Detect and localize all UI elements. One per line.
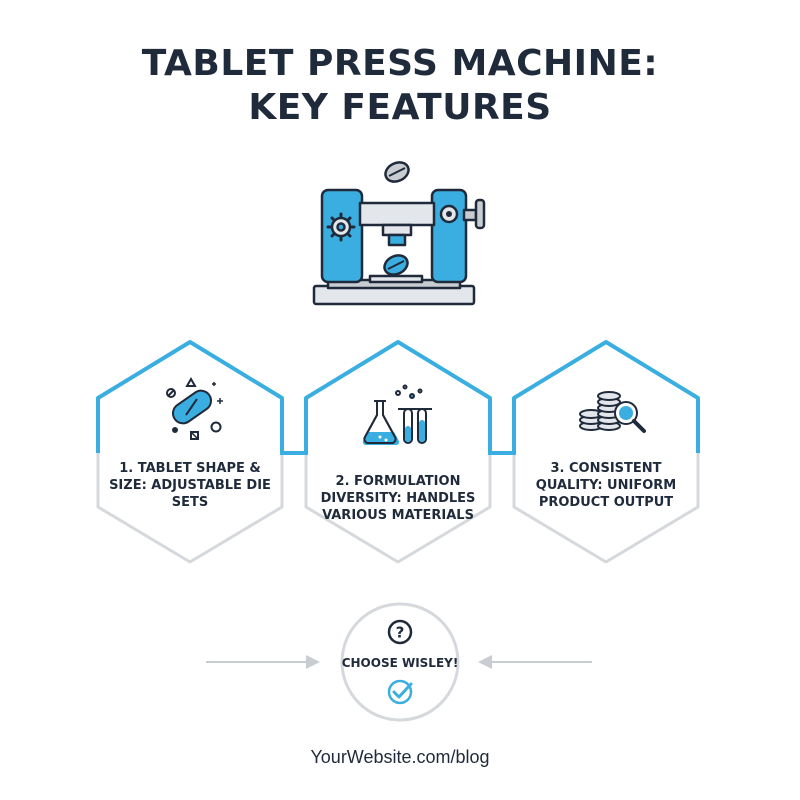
tablet-press-machine-icon xyxy=(312,161,486,306)
feature-label-3: 3. CONSISTENT QUALITY: UNIFORM PRODUCT O… xyxy=(535,461,677,510)
page-title: TABLET PRESS MACHINE: KEY FEATURES xyxy=(0,42,800,130)
tablet-shapes-icon xyxy=(166,376,223,440)
coins-magnifier-icon xyxy=(579,391,646,433)
title-line-2: KEY FEATURES xyxy=(248,87,552,128)
svg-text:?: ? xyxy=(396,624,405,642)
left-arrow-head-icon xyxy=(306,655,320,669)
choose-circle xyxy=(340,602,460,722)
feature-label-2: 2. FORMULATION DIVERSITY: HANDLES VARIOU… xyxy=(320,474,476,523)
footer-url: YourWebsite.com/blog xyxy=(310,747,490,767)
choose-wisely-label: CHOOSE WISLEY! xyxy=(341,656,459,670)
lab-flask-icon xyxy=(362,384,432,446)
checkmark-icon xyxy=(387,679,413,705)
hexagon-connector-2 xyxy=(488,430,516,455)
feature-hexagon-1 xyxy=(96,340,284,564)
feature-label-1: 1. TABLET SHAPE & SIZE: ADJUSTABLE DIE S… xyxy=(109,461,271,510)
title-line-1: TABLET PRESS MACHINE: xyxy=(141,43,659,84)
feature-hexagon-2 xyxy=(304,340,492,564)
question-mark-icon: ? xyxy=(387,619,413,645)
feature-hexagon-3 xyxy=(512,340,700,564)
hexagon-connector-1 xyxy=(280,430,308,455)
right-arrow-head-icon xyxy=(478,655,492,669)
